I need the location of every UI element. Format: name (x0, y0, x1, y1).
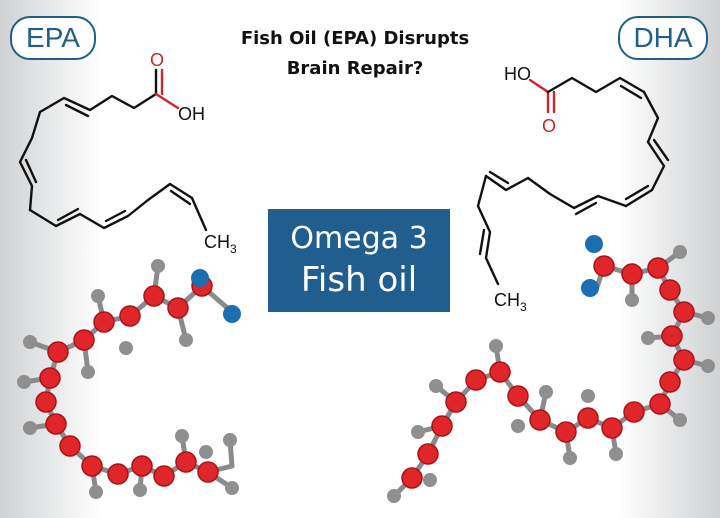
headline-line-2: Brain Repair? (286, 58, 424, 79)
dha-hydroxyl-label: HO (504, 64, 531, 84)
dha-skeletal-formula (476, 76, 670, 286)
epa-badge: EPA (10, 16, 96, 60)
epa-ball-and-stick-model (17, 259, 241, 499)
dha-badge: DHA (618, 16, 708, 60)
dha-carbonyl-oxygen: O (542, 116, 556, 136)
omega-3-label-box: Omega 3 Fish oil (268, 209, 450, 312)
epa-methyl-label: CH3 (204, 232, 237, 256)
fish-oil-subtitle: Fish oil (300, 260, 418, 300)
dha-methyl-label: CH3 (494, 290, 527, 314)
headline-line-1: Fish Oil (EPA) Disrupts (240, 28, 470, 49)
epa-hydroxyl-label: OH (178, 104, 205, 124)
dha-ball-and-stick-model (387, 235, 715, 503)
headline: Fish Oil (EPA) Disrupts Brain Repair? (190, 24, 520, 84)
epa-skeletal-formula (18, 68, 208, 232)
epa-carbonyl-oxygen: O (150, 50, 164, 70)
omega-3-title: Omega 3 (290, 221, 428, 256)
